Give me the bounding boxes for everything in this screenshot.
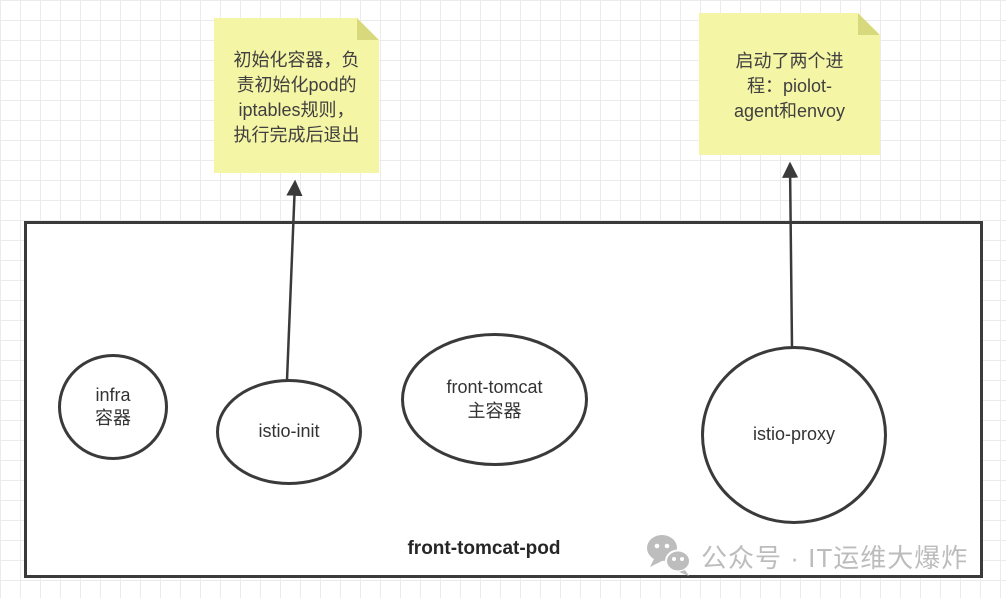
container-infra-label: infra 容器 (95, 384, 131, 428)
sticky-note-proxy-text: 启动了两个进 程：piolot- agent和envoy (733, 50, 846, 121)
note-fold-corner-icon (357, 18, 379, 40)
wechat-icon (647, 535, 691, 576)
watermark-text: 公众号 · IT运维大爆炸 (701, 542, 969, 573)
sticky-note-proxy: 启动了两个进 程：piolot- agent和envoy (699, 13, 880, 155)
container-front-tomcat-label: front-tomcat 主容器 (446, 377, 543, 421)
container-front-tomcat: front-tomcat 主容器 (401, 333, 588, 466)
watermark: 公众号 · IT运维大爆炸 (645, 534, 968, 578)
note-fold-corner-icon (858, 13, 880, 35)
sticky-note-init: 初始化容器，负 责初始化pod的 iptables规则， 执行完成后退出 (214, 18, 379, 173)
container-istio-proxy: istio-proxy (701, 346, 887, 524)
pod-title: front-tomcat-pod (407, 538, 561, 559)
sticky-note-init-text: 初始化容器，负 责初始化pod的 iptables规则， 执行完成后退出 (233, 49, 360, 145)
container-infra: infra 容器 (58, 354, 168, 460)
container-istio-proxy-label: istio-proxy (752, 424, 836, 445)
container-istio-init: istio-init (216, 379, 362, 485)
container-istio-init-label: istio-init (258, 421, 320, 442)
